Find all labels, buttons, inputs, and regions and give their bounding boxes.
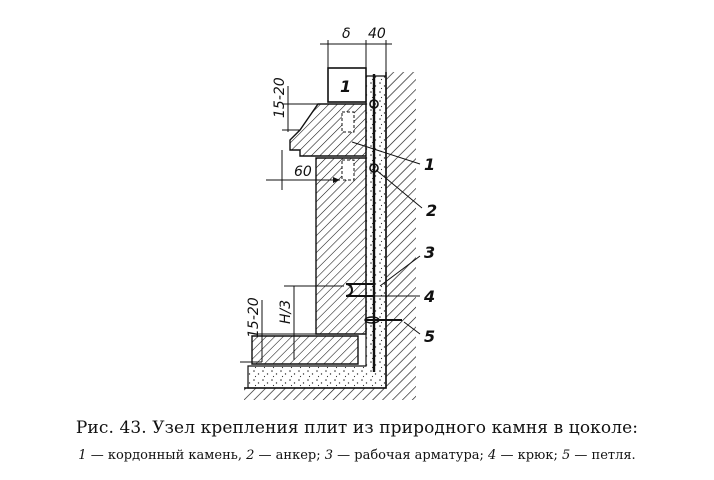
anchor-top — [369, 99, 379, 109]
dim-ledge: 60 — [294, 164, 312, 180]
dim-hook-height: H/3 — [278, 300, 294, 324]
callout-2: 2 — [426, 201, 437, 220]
dim-upper-edge: 15-20 — [272, 77, 288, 118]
dimension-lines — [240, 40, 392, 363]
dim-gap: 40 — [368, 26, 386, 42]
figure-caption-title: Рис. 43. Узел крепления плит из природно… — [75, 418, 639, 438]
reinforcement — [345, 74, 402, 372]
anchor-2 — [369, 163, 379, 173]
legend-number: 1 — [78, 448, 87, 463]
legend-text: — петля. — [570, 448, 636, 463]
callout-1: 1 — [424, 155, 435, 174]
callout-leaders — [351, 141, 423, 335]
legend-text: — кордонный камень, — [86, 448, 247, 463]
legend-text: — анкер; — [254, 448, 325, 463]
dim-top-stone: δ — [342, 26, 351, 42]
legend-number: 4 — [488, 448, 497, 463]
figure-caption-legend: 1 — кордонный камень, 2 — анкер; 3 — раб… — [0, 448, 714, 463]
legend-number: 5 — [562, 448, 571, 463]
slab-number: 1 — [340, 77, 351, 96]
callout-3: 3 — [424, 243, 435, 262]
legend-number: 3 — [324, 448, 334, 463]
facing-slab — [315, 157, 367, 335]
callout-4: 4 — [423, 287, 435, 306]
callout-5: 5 — [424, 327, 435, 346]
legend-number: 2 — [246, 448, 255, 463]
legend-text: — крюк; — [496, 448, 562, 463]
base-stone — [251, 335, 359, 365]
legend-text: — рабочая арматура; — [333, 448, 489, 463]
top-stone-block: 1 — [327, 67, 367, 103]
cordon-stone — [289, 103, 367, 181]
dim-lower-edge: 15-20 — [246, 297, 262, 338]
